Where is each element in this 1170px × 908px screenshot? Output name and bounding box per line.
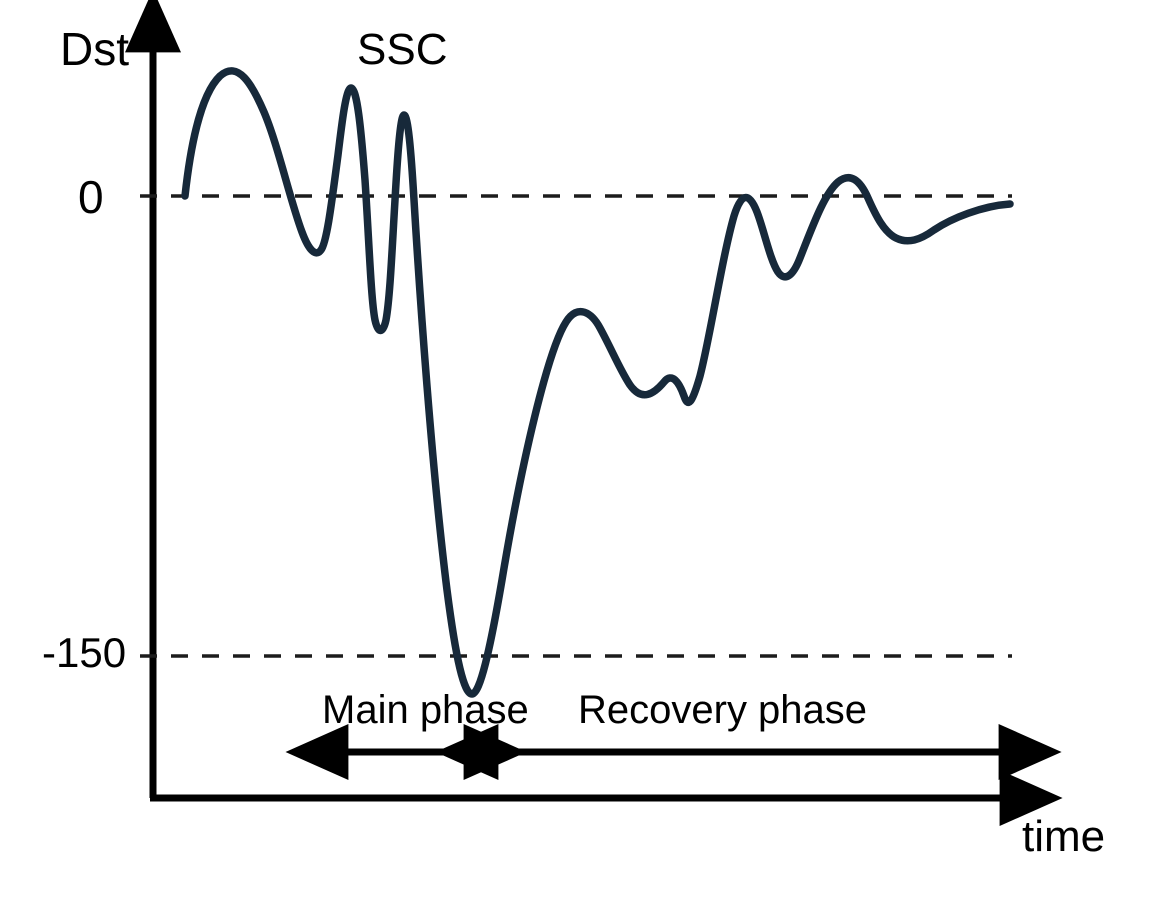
y-tick-label-minus150: -150 [42, 629, 127, 676]
y-tick-label-zero: 0 [78, 171, 104, 223]
y-axis-label: Dst [60, 23, 129, 75]
ssc-annotation-label: SSC [357, 25, 448, 74]
main-phase-label: Main phase [322, 688, 529, 732]
x-axis-label: time [1022, 812, 1106, 861]
recovery-phase-label: Recovery phase [578, 688, 868, 732]
dst-curve [181, 67, 1014, 698]
